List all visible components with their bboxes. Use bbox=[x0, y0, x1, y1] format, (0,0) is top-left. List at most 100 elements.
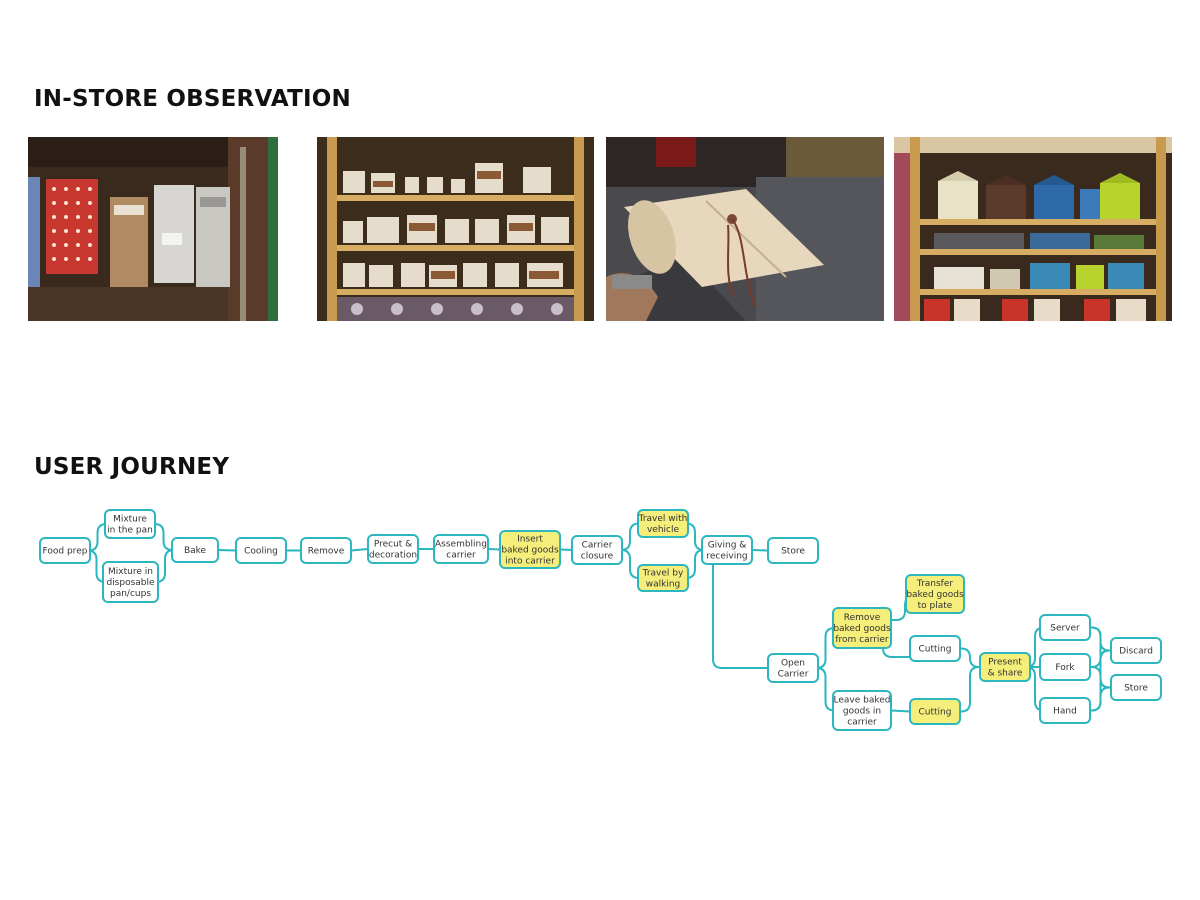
journey-node-label: Remove bbox=[308, 547, 345, 557]
journey-node-box bbox=[104, 509, 156, 539]
journey-node-label: baked goods bbox=[906, 590, 964, 600]
journey-node-label: & share bbox=[988, 669, 1023, 679]
journey-node-label: Hand bbox=[1053, 707, 1077, 717]
journey-node-box bbox=[832, 690, 892, 731]
connector-remove-to-precut bbox=[350, 548, 369, 552]
journey-node-box bbox=[767, 537, 819, 564]
journey-node-label: Store bbox=[781, 547, 805, 557]
journey-node-box bbox=[979, 652, 1031, 682]
section-title-user-journey: USER JOURNEY bbox=[34, 454, 230, 480]
connector-food-prep-to-mixture-disposable bbox=[87, 549, 106, 583]
connector-closure-to-travel-walking bbox=[620, 549, 640, 579]
journey-node-label: walking bbox=[646, 580, 681, 590]
connector-giving-to-open-carrier bbox=[712, 564, 768, 669]
journey-node-label: Mixture bbox=[113, 515, 147, 525]
connector-cutting-2-to-present bbox=[960, 666, 980, 713]
connector-leave-baked-to-cutting-2 bbox=[890, 709, 911, 713]
journey-node-label: baked goods bbox=[833, 624, 891, 634]
journey-node-label: Fork bbox=[1055, 663, 1075, 673]
journey-node-label: Carrier bbox=[582, 541, 613, 551]
connector-closure-to-travel-vehicle bbox=[620, 522, 640, 551]
journey-node-store-1: Store bbox=[767, 537, 819, 564]
journey-node-box bbox=[102, 561, 159, 603]
journey-node-label: to plate bbox=[918, 601, 953, 611]
journey-node-label: Food prep bbox=[43, 547, 88, 557]
store-photo-shelf-gift-boxes bbox=[894, 137, 1172, 321]
journey-node-cutting-2: Cutting bbox=[909, 698, 961, 725]
journey-node-precut: Precut &decoration bbox=[367, 534, 419, 564]
journey-node-label: pan/cups bbox=[110, 589, 151, 599]
journey-node-label: receiving bbox=[706, 552, 747, 562]
journey-node-giving: Giving &receiving bbox=[701, 535, 753, 565]
journey-node-label: Store bbox=[1124, 684, 1148, 694]
journey-node-box bbox=[905, 574, 965, 614]
journey-node-label: Insert bbox=[517, 535, 543, 545]
connector-remove-baked-to-cutting-1 bbox=[882, 647, 910, 658]
journey-node-box bbox=[832, 607, 892, 649]
journey-node-cutting-1: Cutting bbox=[909, 635, 961, 662]
connector-giving-to-store-1 bbox=[751, 549, 769, 552]
connector-mixture-pan-to-bake bbox=[154, 523, 173, 551]
journey-node-box bbox=[300, 537, 352, 564]
journey-node-label: Remove bbox=[844, 613, 881, 623]
journey-node-label: carrier bbox=[847, 718, 877, 728]
journey-node-label: Transfer bbox=[916, 579, 953, 589]
connector-open-carrier-to-remove-baked bbox=[816, 627, 835, 669]
journey-node-label: Cooling bbox=[244, 547, 278, 557]
journey-node-label: Giving & bbox=[708, 541, 747, 551]
journey-node-label: vehicle bbox=[647, 525, 680, 535]
journey-node-box bbox=[637, 509, 689, 538]
journey-node-label: Open bbox=[781, 659, 805, 669]
journey-node-discard: Discard bbox=[1110, 637, 1162, 664]
journey-node-box bbox=[1110, 637, 1162, 664]
journey-node-label: closure bbox=[581, 552, 614, 562]
journey-node-box bbox=[39, 537, 91, 564]
connector-insert-to-closure bbox=[559, 548, 573, 551]
journey-node-label: Travel with bbox=[638, 514, 688, 524]
journey-node-label: in the pan bbox=[107, 526, 153, 536]
journey-node-server: Server bbox=[1039, 614, 1091, 641]
journey-node-label: Cutting bbox=[919, 708, 952, 718]
journey-node-label: decoration bbox=[369, 551, 417, 561]
journey-node-present: Present& share bbox=[979, 652, 1031, 682]
journey-node-label: baked goods bbox=[501, 546, 559, 556]
journey-node-box bbox=[367, 534, 419, 564]
store-photo-packaging-bags bbox=[28, 137, 278, 321]
connector-hand-to-store-2 bbox=[1090, 686, 1111, 712]
journey-node-label: Precut & bbox=[374, 540, 412, 550]
journey-node-label: Carrier bbox=[778, 670, 809, 680]
journey-node-box bbox=[909, 698, 961, 725]
connector-assembling-to-insert bbox=[487, 548, 501, 551]
journey-node-box bbox=[1039, 697, 1091, 724]
journey-node-label: from carrier bbox=[835, 635, 889, 645]
journey-node-box bbox=[1110, 674, 1162, 701]
journey-node-box bbox=[637, 564, 689, 592]
journey-node-label: Server bbox=[1050, 624, 1080, 634]
journey-node-label: carrier bbox=[446, 551, 476, 561]
journey-node-label: Mixture in bbox=[108, 567, 153, 577]
journey-node-box bbox=[1039, 653, 1091, 681]
journey-node-box bbox=[433, 534, 489, 564]
journey-node-label: disposable bbox=[106, 578, 155, 588]
connector-cutting-1-to-present bbox=[960, 647, 980, 668]
journey-node-cooling: Cooling bbox=[235, 537, 287, 564]
section-title-in-store-observation: IN-STORE OBSERVATION bbox=[34, 86, 351, 112]
journey-node-label: Present bbox=[988, 658, 1022, 668]
journey-node-label: Bake bbox=[184, 546, 207, 556]
connector-open-carrier-to-leave-baked bbox=[816, 667, 835, 712]
journey-node-fork: Fork bbox=[1039, 653, 1091, 681]
connector-bake-to-cooling bbox=[217, 549, 237, 552]
connector-layer bbox=[87, 522, 1111, 713]
journey-node-box bbox=[171, 537, 219, 563]
